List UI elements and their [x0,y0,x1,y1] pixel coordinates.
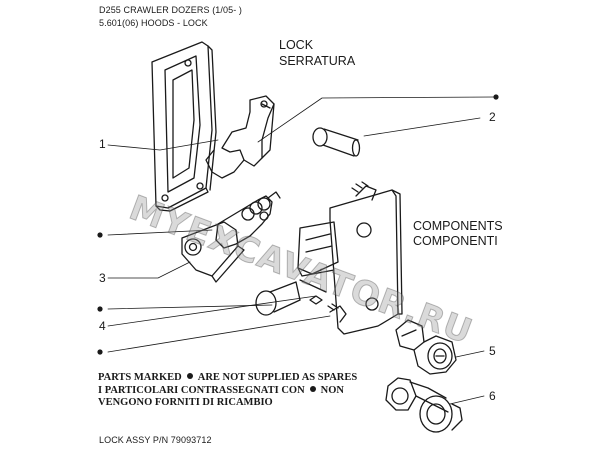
spring-assembly [215,191,281,249]
note-it-b: NON [320,384,344,396]
dust-cover-part-6 [385,377,463,433]
lock-body-plate [297,181,403,335]
hook-latch-part-1 [205,95,275,179]
leader-lines [107,96,495,405]
components-label-en: COMPONENTS [413,219,503,233]
callout-4: 4 [99,319,106,333]
callout-3: 3 [99,271,106,285]
note-en-b: ARE NOT SUPPLIED AS SPARES [197,372,358,383]
note-it-c: VENGONO FORNITI DI RICAMBIO [98,397,273,408]
section-title: 5.601(06) HOODS - LOCK [99,18,208,28]
note-it-a: I PARTICOLARI CONTRASSEGNATI CON [98,384,305,396]
callout-2: 2 [489,110,496,124]
model-title: D255 CRAWLER DOZERS (1/05- ) [99,5,242,15]
hood-frame-plate [151,41,217,212]
lock-title-it: SERRATURA [279,54,356,68]
assembly-part-number: LOCK ASSY P/N 79093712 [99,435,212,445]
bullet-dot-icon [186,373,193,379]
marker-dots [97,94,499,355]
pin-part-2 [312,127,361,157]
callout-6: 6 [489,389,496,403]
note-en-a: PARTS MARKED [98,372,182,383]
lock-title-en: LOCK [279,38,314,52]
callout-5: 5 [489,344,496,358]
callout-1: 1 [99,137,106,151]
bullet-dot-icon [309,385,316,392]
lock-cylinder-part-5 [395,319,457,375]
components-label-it: COMPONENTI [413,234,498,248]
bracket-part-3 [181,221,245,283]
knob-pin-part-4 [255,279,327,316]
spares-note: PARTS MARKED ARE NOT SUPPLIED AS SPARES I… [98,372,357,410]
